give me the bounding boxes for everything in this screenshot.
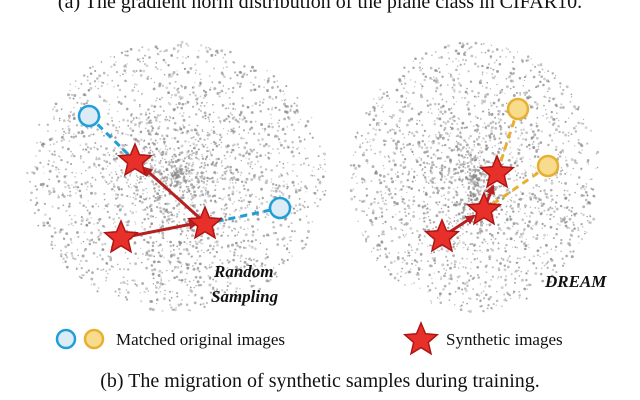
legend-blue-circle-icon bbox=[55, 328, 77, 350]
synthetic-star-1 bbox=[116, 142, 154, 177]
synthetic-star-2 bbox=[102, 219, 140, 254]
synthetic-star-3 bbox=[186, 205, 224, 240]
distribution-cloud-left bbox=[26, 40, 327, 312]
dashed-link-4 bbox=[483, 164, 549, 212]
legend-star-icon bbox=[402, 321, 440, 356]
synthetic-star-6 bbox=[478, 154, 516, 189]
panel-random-sampling bbox=[77, 104, 292, 254]
caption-a: (a) The gradient norm distribution of th… bbox=[57, 0, 583, 13]
caption-b: (b) The migration of synthetic samples d… bbox=[100, 370, 540, 392]
matched-original-circle-1 bbox=[77, 104, 101, 128]
matched-original-circle-4 bbox=[536, 154, 560, 178]
dashed-link-1 bbox=[87, 114, 137, 163]
panel-label-random: Random bbox=[214, 262, 274, 281]
matched-original-circle-2 bbox=[268, 196, 292, 220]
legend bbox=[55, 321, 440, 356]
legend-matched-label: Matched original images bbox=[116, 330, 286, 349]
panel-label-sampling: Sampling bbox=[211, 287, 279, 306]
synthetic-star-4 bbox=[423, 218, 461, 253]
legend-synthetic-label: Synthetic images bbox=[446, 330, 563, 349]
matched-original-circle-3 bbox=[506, 97, 530, 121]
migration-arrow-2 bbox=[142, 166, 205, 223]
legend-yellow-circle-icon bbox=[83, 328, 105, 350]
panel-label-dream: DREAM bbox=[545, 272, 607, 291]
panel-dream bbox=[423, 97, 560, 253]
synthetic-star-5 bbox=[465, 191, 503, 226]
